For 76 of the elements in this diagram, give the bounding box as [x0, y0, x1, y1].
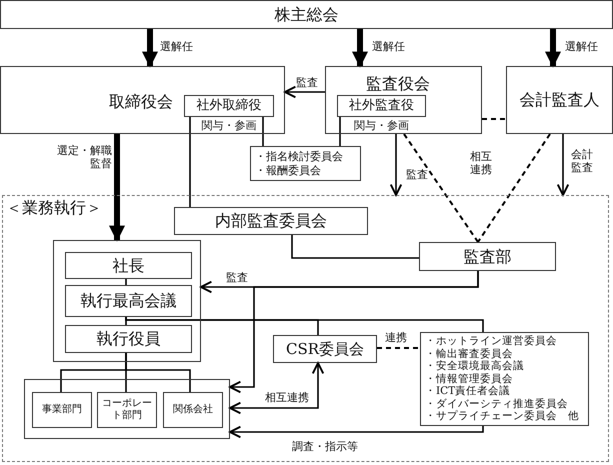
label-box — [0, 0, 613, 29]
list-item: ・報酬委員会 — [255, 164, 321, 177]
connector-line — [291, 235, 419, 259]
edge-label: 選解任 — [372, 40, 405, 54]
node-label: 執行役員 — [96, 329, 160, 349]
arrow — [390, 134, 402, 196]
node-label: 内部監査委員会 — [215, 211, 327, 231]
edge-label: 会計監査 — [571, 148, 595, 174]
node-note: 関与・参画 — [354, 120, 409, 133]
connector-line — [339, 117, 341, 146]
label-box — [0, 66, 285, 134]
arrow — [284, 86, 325, 98]
list-item: ・指名検討委員会 — [255, 150, 343, 164]
label-box — [419, 242, 556, 271]
node-title: 監査役会 — [366, 75, 430, 94]
node-label: 関係会社 — [173, 404, 213, 416]
connector-line — [125, 353, 191, 392]
edge-label: 選解任 — [160, 40, 193, 54]
label-box — [506, 66, 613, 134]
label-box — [65, 325, 192, 353]
edge-label: 監査 — [226, 271, 248, 284]
connector-line — [262, 117, 264, 146]
connector-line — [403, 133, 479, 243]
label-box — [174, 207, 368, 235]
connector-line — [189, 117, 191, 207]
node-label: 会計監査人 — [520, 90, 600, 110]
region-heading: ＜業務執行＞ — [6, 199, 102, 218]
node-label: 社長 — [112, 256, 144, 276]
edge-label: 相互連携 — [265, 391, 309, 404]
arrow — [142, 29, 158, 68]
edge-label: 監査 — [296, 76, 318, 90]
node-label: 監査部 — [464, 246, 512, 266]
node-note: 関与・参画 — [202, 120, 256, 133]
node-title: 取締役会 — [109, 93, 173, 112]
list-item: ・情報管理委員会 — [425, 372, 513, 385]
list-box — [250, 146, 361, 181]
node-label: 社外監査役 — [349, 98, 414, 114]
edge-label: 選解任 — [565, 40, 598, 54]
node-label: CSR委員会 — [286, 340, 364, 358]
arrow — [545, 29, 561, 68]
list-item: ・安全環境最高会議 — [425, 360, 524, 373]
group-box — [53, 240, 201, 362]
arrow — [229, 426, 484, 438]
list-item: ・輸出審査委員会 — [425, 348, 513, 360]
label-box — [163, 392, 223, 428]
connector-line — [377, 347, 420, 349]
label-box — [65, 285, 192, 317]
node-label: 執行最高会議 — [80, 291, 176, 311]
label-box — [97, 392, 157, 428]
node-label: 株主総会 — [274, 4, 338, 24]
connector-line — [125, 279, 127, 285]
arrow — [229, 362, 324, 414]
connector-line — [125, 316, 484, 332]
node-label: 社外取締役 — [196, 98, 262, 114]
connector-line — [482, 118, 506, 120]
label-box — [32, 392, 92, 428]
list-box — [420, 332, 589, 426]
arrow — [229, 271, 479, 394]
arrow — [109, 134, 125, 242]
list-item: ・ダイバーシティ推進委員会 — [425, 398, 568, 410]
list-item: ・ICT責任者会議 — [425, 385, 510, 398]
edge-label: 監査 — [406, 168, 428, 182]
arrow — [352, 29, 368, 68]
list-item: ・サプライチェーン委員会 他 — [425, 410, 579, 424]
edge-label: 調査・指示等 — [292, 440, 358, 454]
edge-label: 相互連携 — [470, 150, 494, 176]
label-box — [325, 66, 482, 134]
edge-label: 連携 — [385, 331, 407, 344]
connector-line — [477, 133, 551, 243]
label-box — [65, 252, 192, 279]
list-item: ・ホットライン運営委員会 — [425, 334, 557, 348]
group-box — [24, 379, 230, 439]
node-label: コーポレート部門 — [101, 398, 153, 422]
arrow — [556, 134, 570, 196]
node-label: 事業部門 — [42, 404, 82, 416]
label-box — [273, 335, 377, 363]
